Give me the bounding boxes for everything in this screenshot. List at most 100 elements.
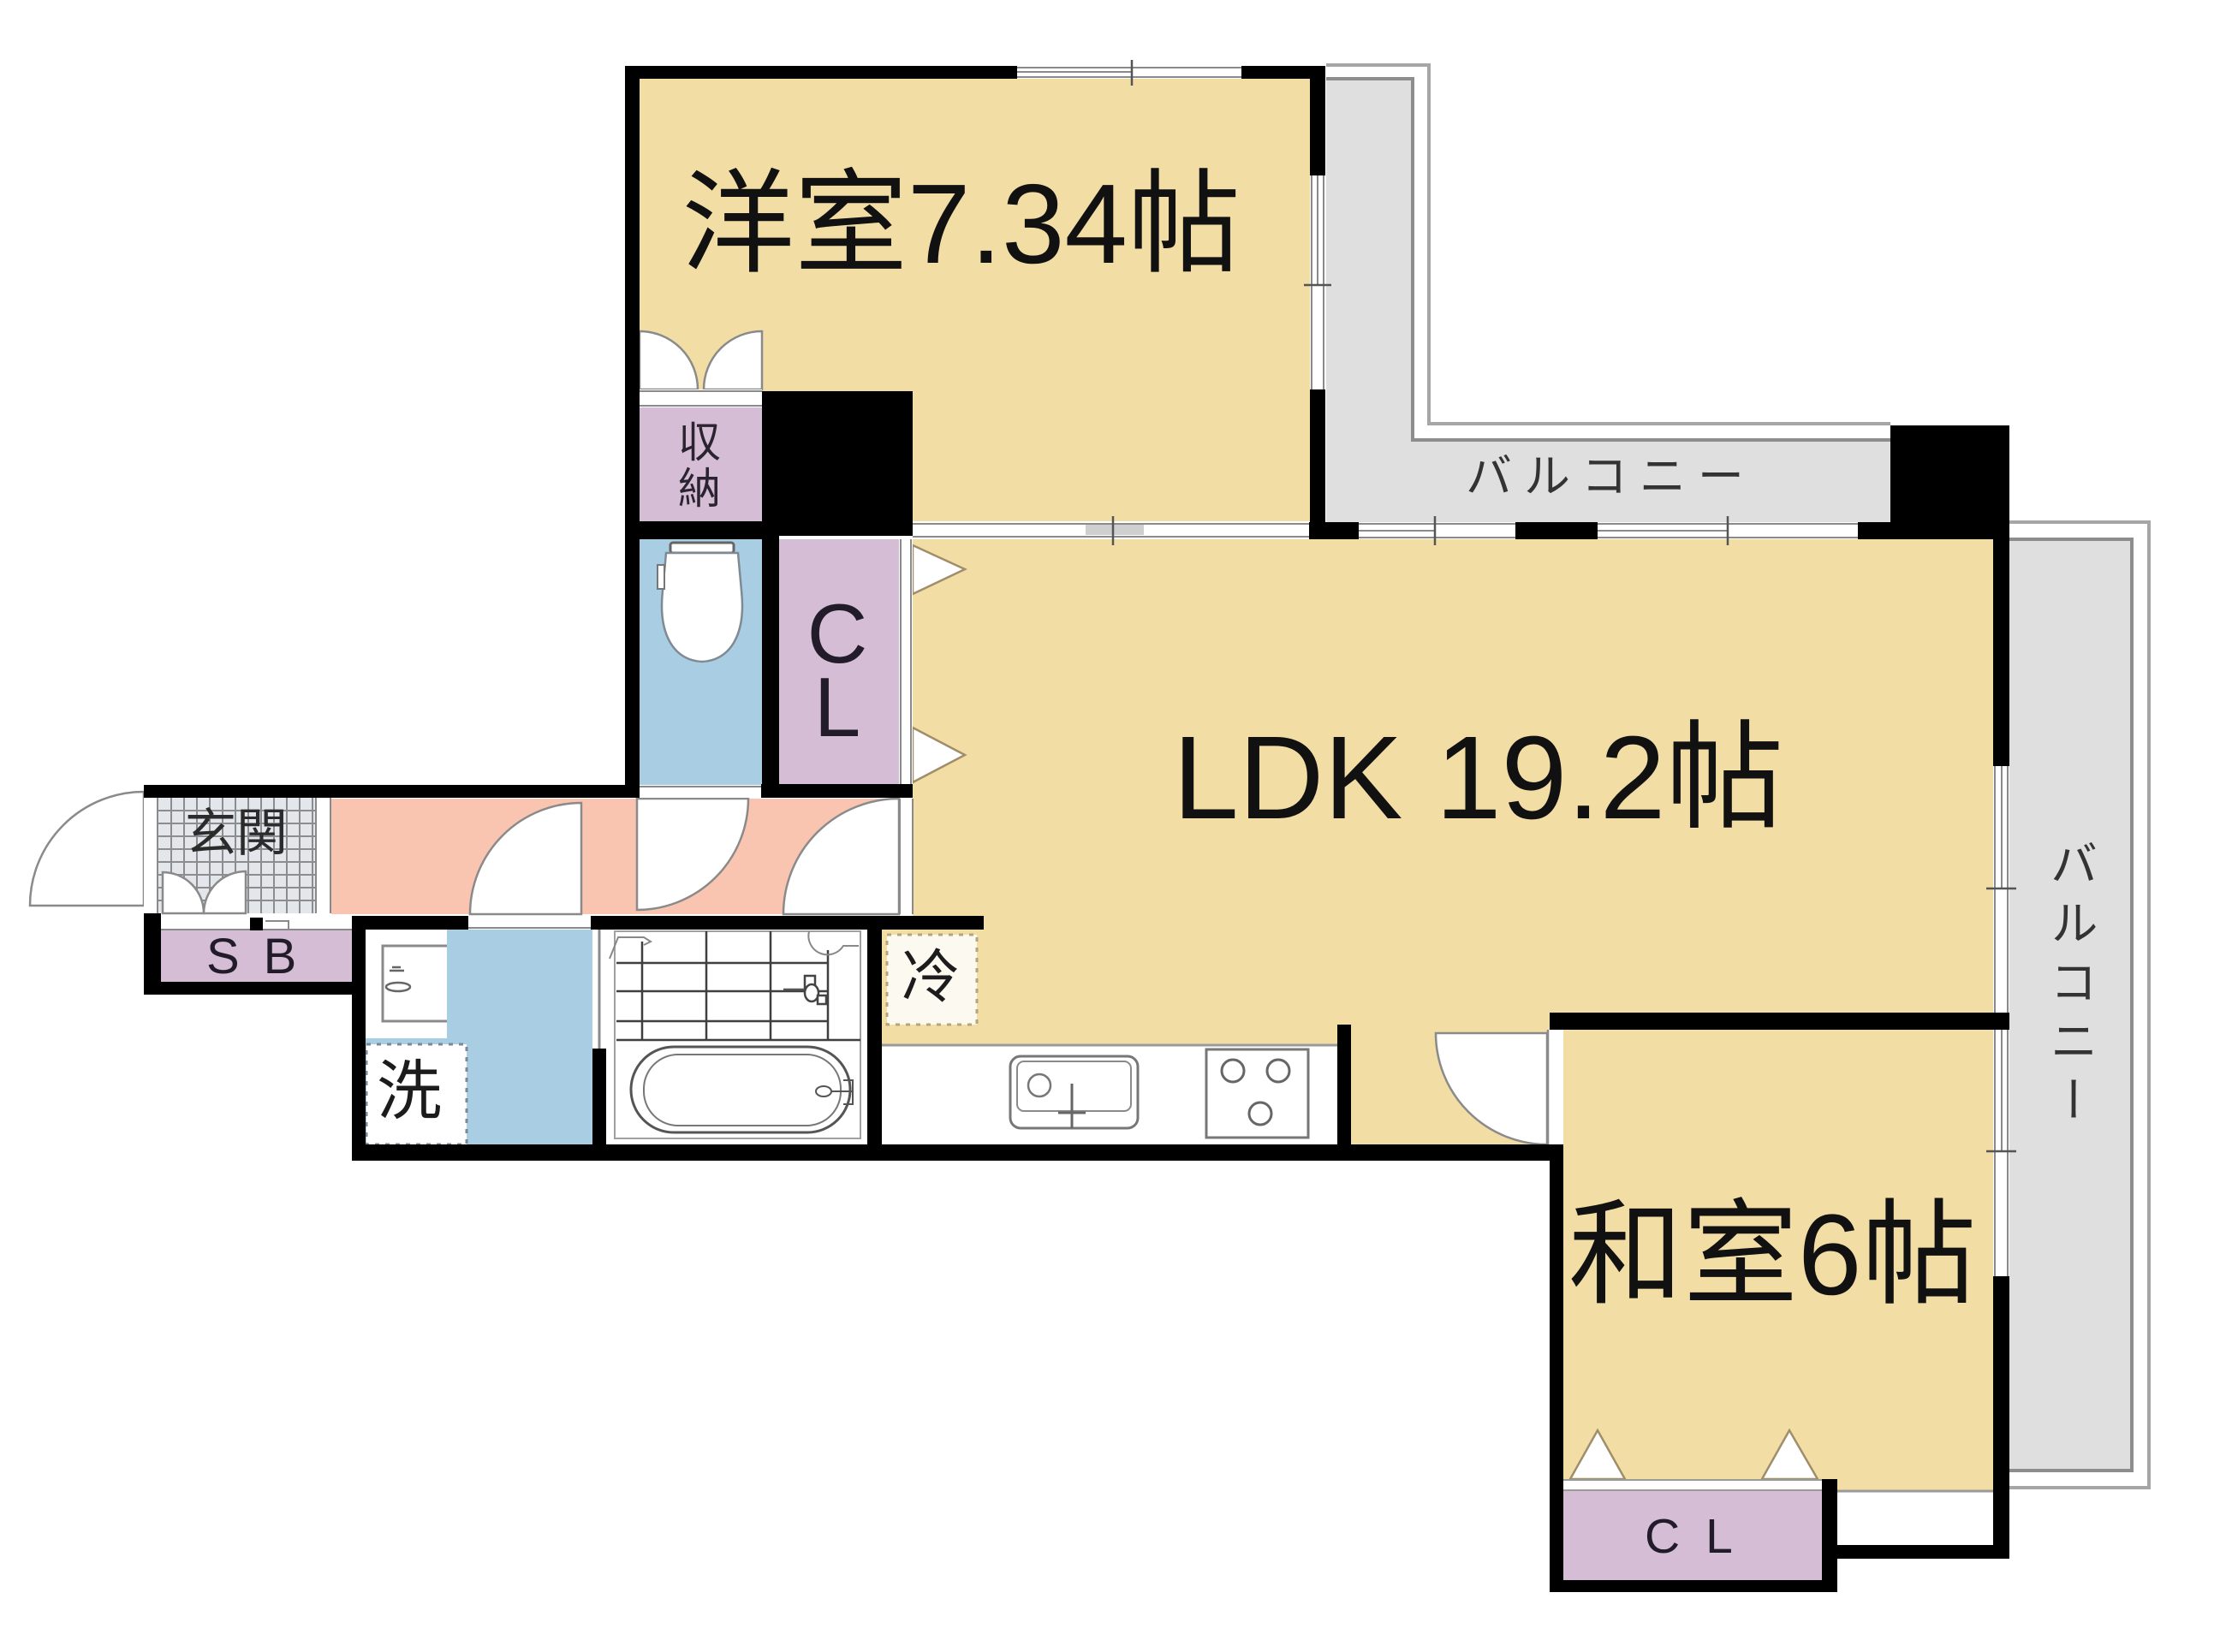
japanese-closet-frame-line	[1563, 1479, 1822, 1491]
shoe-box-door-right	[202, 870, 247, 915]
sliding-partition-overlap	[1086, 525, 1144, 535]
western-storage-frame	[640, 389, 762, 407]
washbasin-faucet	[384, 981, 412, 993]
wall-hall-top-right	[761, 784, 913, 798]
bathroom-vent	[807, 930, 859, 956]
window-pane	[1359, 522, 1515, 539]
western-storage	[640, 407, 762, 521]
wall-ldk-top-3	[1858, 522, 1890, 539]
door-frames	[144, 389, 1822, 1491]
ldk-door-frame	[899, 799, 914, 914]
entrance-step	[315, 798, 331, 913]
bathroom-inner-edge	[614, 930, 861, 1139]
shower-icon	[783, 974, 828, 1006]
western-storage-door-right	[702, 330, 764, 391]
wall-toilet-closet	[762, 536, 779, 798]
toilet-door	[635, 797, 750, 912]
window-sash	[1311, 175, 1324, 389]
shower-valve	[816, 994, 828, 1006]
sink-drain	[1027, 1073, 1052, 1098]
washbasin-outline	[381, 944, 447, 1023]
bathtub-inner	[643, 1054, 842, 1126]
alcove-floor	[1837, 1490, 1993, 1545]
bathtub-drain	[815, 1085, 832, 1097]
wall-south	[352, 1144, 1562, 1161]
bathtub-icon	[629, 1045, 854, 1134]
bathroom-door-arrow	[609, 936, 653, 960]
balcony-right-outer-rail	[2009, 520, 2151, 1489]
balcony-top-inner-rail	[1326, 77, 1890, 442]
ldk-door	[782, 797, 901, 916]
japanese-room-door-frame	[1547, 1030, 1562, 1144]
wall-right-lower	[1993, 1276, 2009, 1559]
window-western-top	[1017, 60, 1241, 86]
washbasin-icon	[366, 929, 447, 1038]
shower-mixer	[803, 983, 820, 1003]
wall-hall-top-left	[144, 785, 638, 798]
wall-ldk-top-2	[1515, 522, 1598, 539]
wall-japanese-closet-bottom	[1550, 1580, 1837, 1592]
wall-japanese-closet-right	[1822, 1479, 1837, 1592]
window-sash	[1359, 523, 1515, 538]
stove-burner	[1247, 1101, 1273, 1126]
toilet-door-opening	[638, 785, 761, 798]
ldk-closet-frame-line	[900, 539, 912, 784]
kitchen-sink-icon	[1009, 1055, 1140, 1130]
window-mark	[1986, 887, 2016, 1153]
bathtub-outer	[629, 1045, 852, 1134]
japanese-room-floor	[1563, 1030, 1993, 1490]
ldk-closet-frame	[899, 539, 913, 784]
balcony-top	[1326, 63, 1890, 522]
doors	[28, 330, 1549, 1146]
fridge-space	[885, 933, 979, 1026]
western-storage-frame-line	[640, 390, 762, 407]
sink-faucet	[1058, 1084, 1086, 1128]
balcony-top-floor	[1326, 79, 1890, 522]
sink-basin	[1016, 1061, 1132, 1112]
wall-western-right-upper	[1310, 66, 1325, 175]
pillar-center	[762, 391, 913, 536]
toilet-bowl	[660, 551, 744, 663]
western-storage-door-left	[638, 330, 699, 391]
wall-japanese-left	[1550, 1144, 1563, 1592]
toilet-controller	[657, 564, 665, 590]
window-ldk-top-right	[1598, 516, 1858, 545]
laundry-space-label: 洗	[377, 1055, 442, 1128]
wall-shoe-box-bottom	[144, 982, 354, 995]
entrance-step-line	[315, 798, 331, 913]
bathroom-tile-grid	[616, 931, 860, 1042]
wall-western-top-left	[625, 66, 1017, 79]
shoe-box	[161, 930, 353, 982]
wall-storage-bottom	[638, 521, 762, 539]
fridge-space-label: 冷	[902, 945, 961, 1010]
wall-hall-bottom-left	[352, 916, 468, 930]
wall-western-right-lower	[1310, 389, 1325, 539]
balcony-right-floor	[2009, 539, 2132, 1471]
wall-washroom-bath	[592, 1049, 606, 1144]
balcony-top-outer-rail	[1326, 63, 1890, 425]
entrance-label: 玄関	[185, 805, 288, 862]
balcony-right-inner-rail	[2009, 538, 2134, 1472]
wall-western-left	[625, 66, 640, 798]
ldk-floor	[882, 539, 1993, 1144]
window-western-right	[1304, 175, 1331, 389]
bathroom	[606, 929, 866, 1144]
washroom-door	[468, 801, 583, 916]
bathtub-faucet	[831, 1079, 854, 1105]
western-room-label: 洋室7.34帖	[681, 161, 1241, 287]
shoe-box-post	[250, 918, 263, 930]
wall-japanese-top	[1550, 1013, 2009, 1030]
balcony-right-label: バルコニー	[2044, 839, 2098, 1134]
ldk-closet-label: CL	[806, 586, 868, 754]
balcony-top-label: バルコニー	[1466, 451, 1756, 502]
stove-icon	[1205, 1048, 1310, 1139]
wall-japanese-bottom-right	[1822, 1545, 2009, 1559]
washroom-door-opening	[468, 916, 591, 930]
entrance-door	[28, 790, 146, 907]
wall-right-upper	[1993, 539, 2009, 766]
ldk-door-frame-line	[899, 799, 914, 914]
ldk-closet	[779, 539, 899, 784]
japanese-closet-label: CL	[1645, 1509, 1759, 1564]
